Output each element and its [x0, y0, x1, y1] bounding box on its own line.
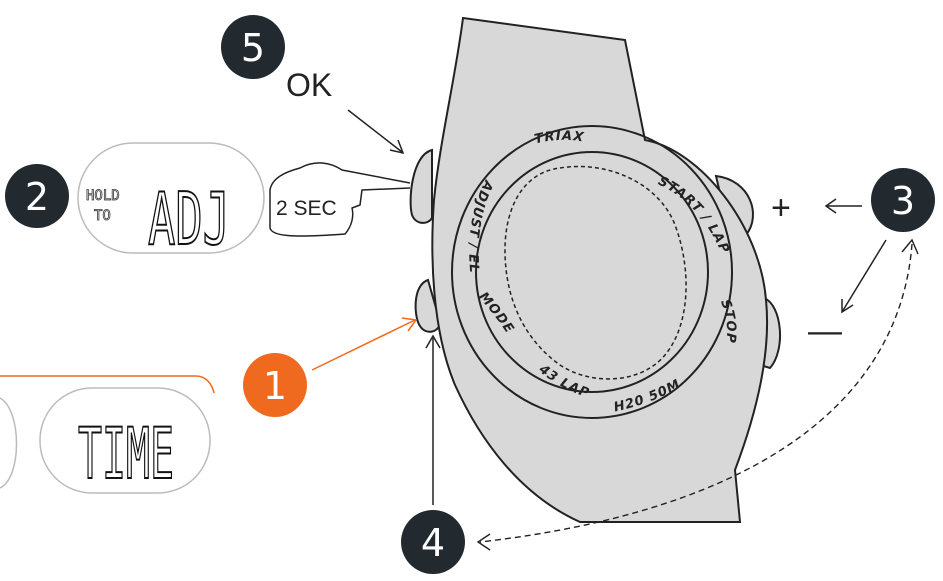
- step-1-group: 1 TIME: [0, 317, 418, 496]
- lcd-adj-big: ADJ: [148, 177, 230, 261]
- lcd-hold-small: HOLD: [86, 188, 120, 204]
- step-3-number: 3: [891, 179, 915, 223]
- lcd-time: [39, 387, 211, 494]
- minus-arrow-line: [841, 239, 887, 313]
- step-1-bracket-line: [0, 375, 215, 394]
- ok-arrow-line: [347, 109, 403, 153]
- step-3-group: 3 + —: [771, 168, 935, 350]
- step-5-badge: [221, 15, 285, 79]
- adjust-el-button[interactable]: [409, 148, 433, 224]
- hand-icon: [269, 162, 411, 237]
- step-2-badge: [5, 164, 69, 228]
- dashed-return-arrow: [479, 243, 913, 543]
- hold-duration-text: 2 SEC: [276, 197, 337, 220]
- step-4-arrow-head: [425, 334, 441, 349]
- minus-symbol: —: [808, 312, 842, 350]
- step-3-badge: [871, 168, 935, 232]
- ok-text: OK: [286, 67, 332, 103]
- step-1-number: 1: [263, 364, 287, 408]
- step-5-number: 5: [241, 26, 265, 70]
- brand-label: TRIAX: [533, 129, 585, 148]
- step-5-group: 5 OK: [221, 15, 405, 155]
- plus-arrow-head: [824, 198, 837, 214]
- lcd-previous-partial: [0, 397, 18, 489]
- bezel-outer-ring: [451, 125, 733, 419]
- step-1-arrow-head: [401, 317, 418, 332]
- step-4-group: 4: [401, 334, 465, 574]
- dashed-arrow-head-bottom: [476, 533, 491, 551]
- step-2-group: 2 HOLD TO ADJ: [5, 142, 265, 262]
- dashed-arrow-head-top: [901, 238, 919, 255]
- step-4-badge: [401, 510, 465, 574]
- ok-arrow-head: [389, 139, 405, 155]
- bezel-inner-ring: [475, 151, 709, 393]
- minus-arrow-head: [841, 299, 854, 314]
- lcd-to-small: TO: [94, 208, 111, 224]
- display-outline: [504, 165, 687, 380]
- lcd-hold-to-adj: [77, 142, 265, 254]
- step-4-number: 4: [421, 521, 445, 565]
- watch-body: [431, 16, 769, 523]
- lcd-time-big: TIME: [78, 413, 174, 495]
- pressing-hand: 2 SEC: [269, 162, 411, 237]
- step-1-badge: [243, 353, 307, 417]
- plus-symbol: +: [771, 189, 791, 227]
- step-1-arrow-line: [311, 319, 416, 371]
- step-2-number: 2: [25, 175, 49, 219]
